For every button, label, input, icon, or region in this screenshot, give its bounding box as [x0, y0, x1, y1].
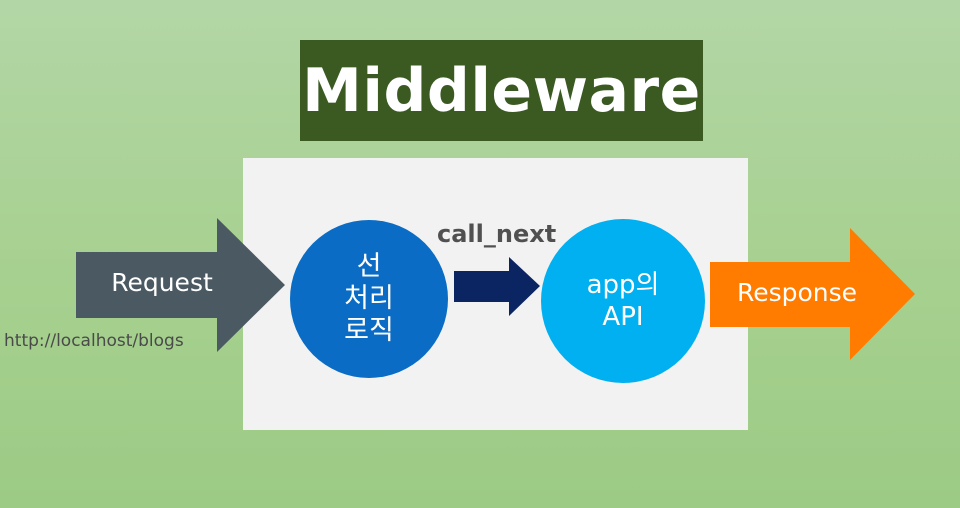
app-api-node: app의 API [541, 219, 705, 383]
response-arrow-icon [710, 228, 915, 360]
url-label: http://localhost/blogs [4, 331, 184, 351]
pre-process-line: 로직 [344, 315, 394, 346]
call-next-label: call_next [437, 220, 557, 248]
title-banner: Middleware [300, 40, 703, 141]
pre-process-line: 선 [356, 251, 382, 282]
request-arrow-icon [76, 218, 285, 352]
response-label: Response [736, 278, 858, 307]
app-api-line: app의 [586, 270, 660, 300]
pre-process-line: 처리 [344, 283, 394, 314]
request-label: Request [111, 268, 213, 297]
call-next-arrow-icon [454, 257, 540, 316]
diagram-title: Middleware [302, 55, 701, 126]
app-api-line: API [602, 302, 644, 332]
pre-process-logic-node: 선 처리 로직 [290, 220, 448, 378]
